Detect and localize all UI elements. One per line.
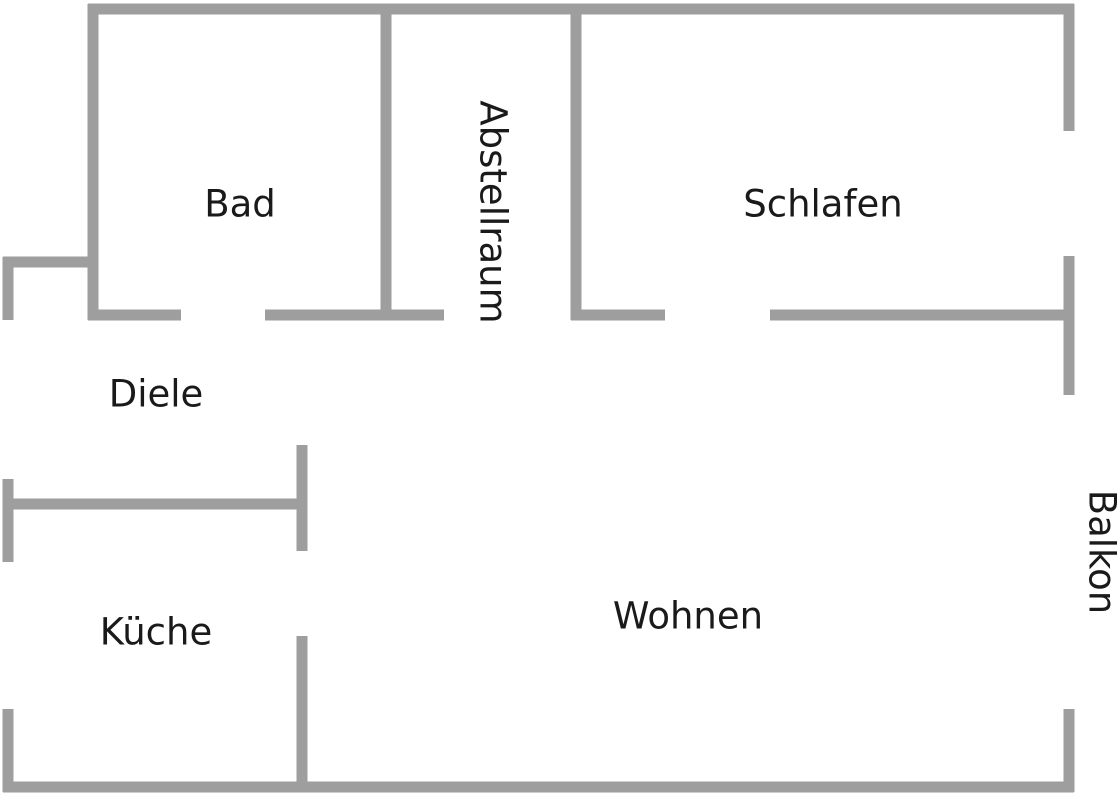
room-labels: Bad Abstellraum Schlafen Diele Küche Woh… <box>100 100 1117 653</box>
room-label-schlafen: Schlafen <box>743 183 902 226</box>
room-label-balkon: Balkon <box>1081 490 1117 615</box>
room-label-wohnen: Wohnen <box>613 595 763 638</box>
walls <box>2 3 1075 793</box>
room-label-abstellraum: Abstellraum <box>472 100 515 323</box>
room-label-diele: Diele <box>109 373 204 416</box>
room-label-bad: Bad <box>204 183 276 226</box>
room-label-kueche: Küche <box>100 611 212 654</box>
